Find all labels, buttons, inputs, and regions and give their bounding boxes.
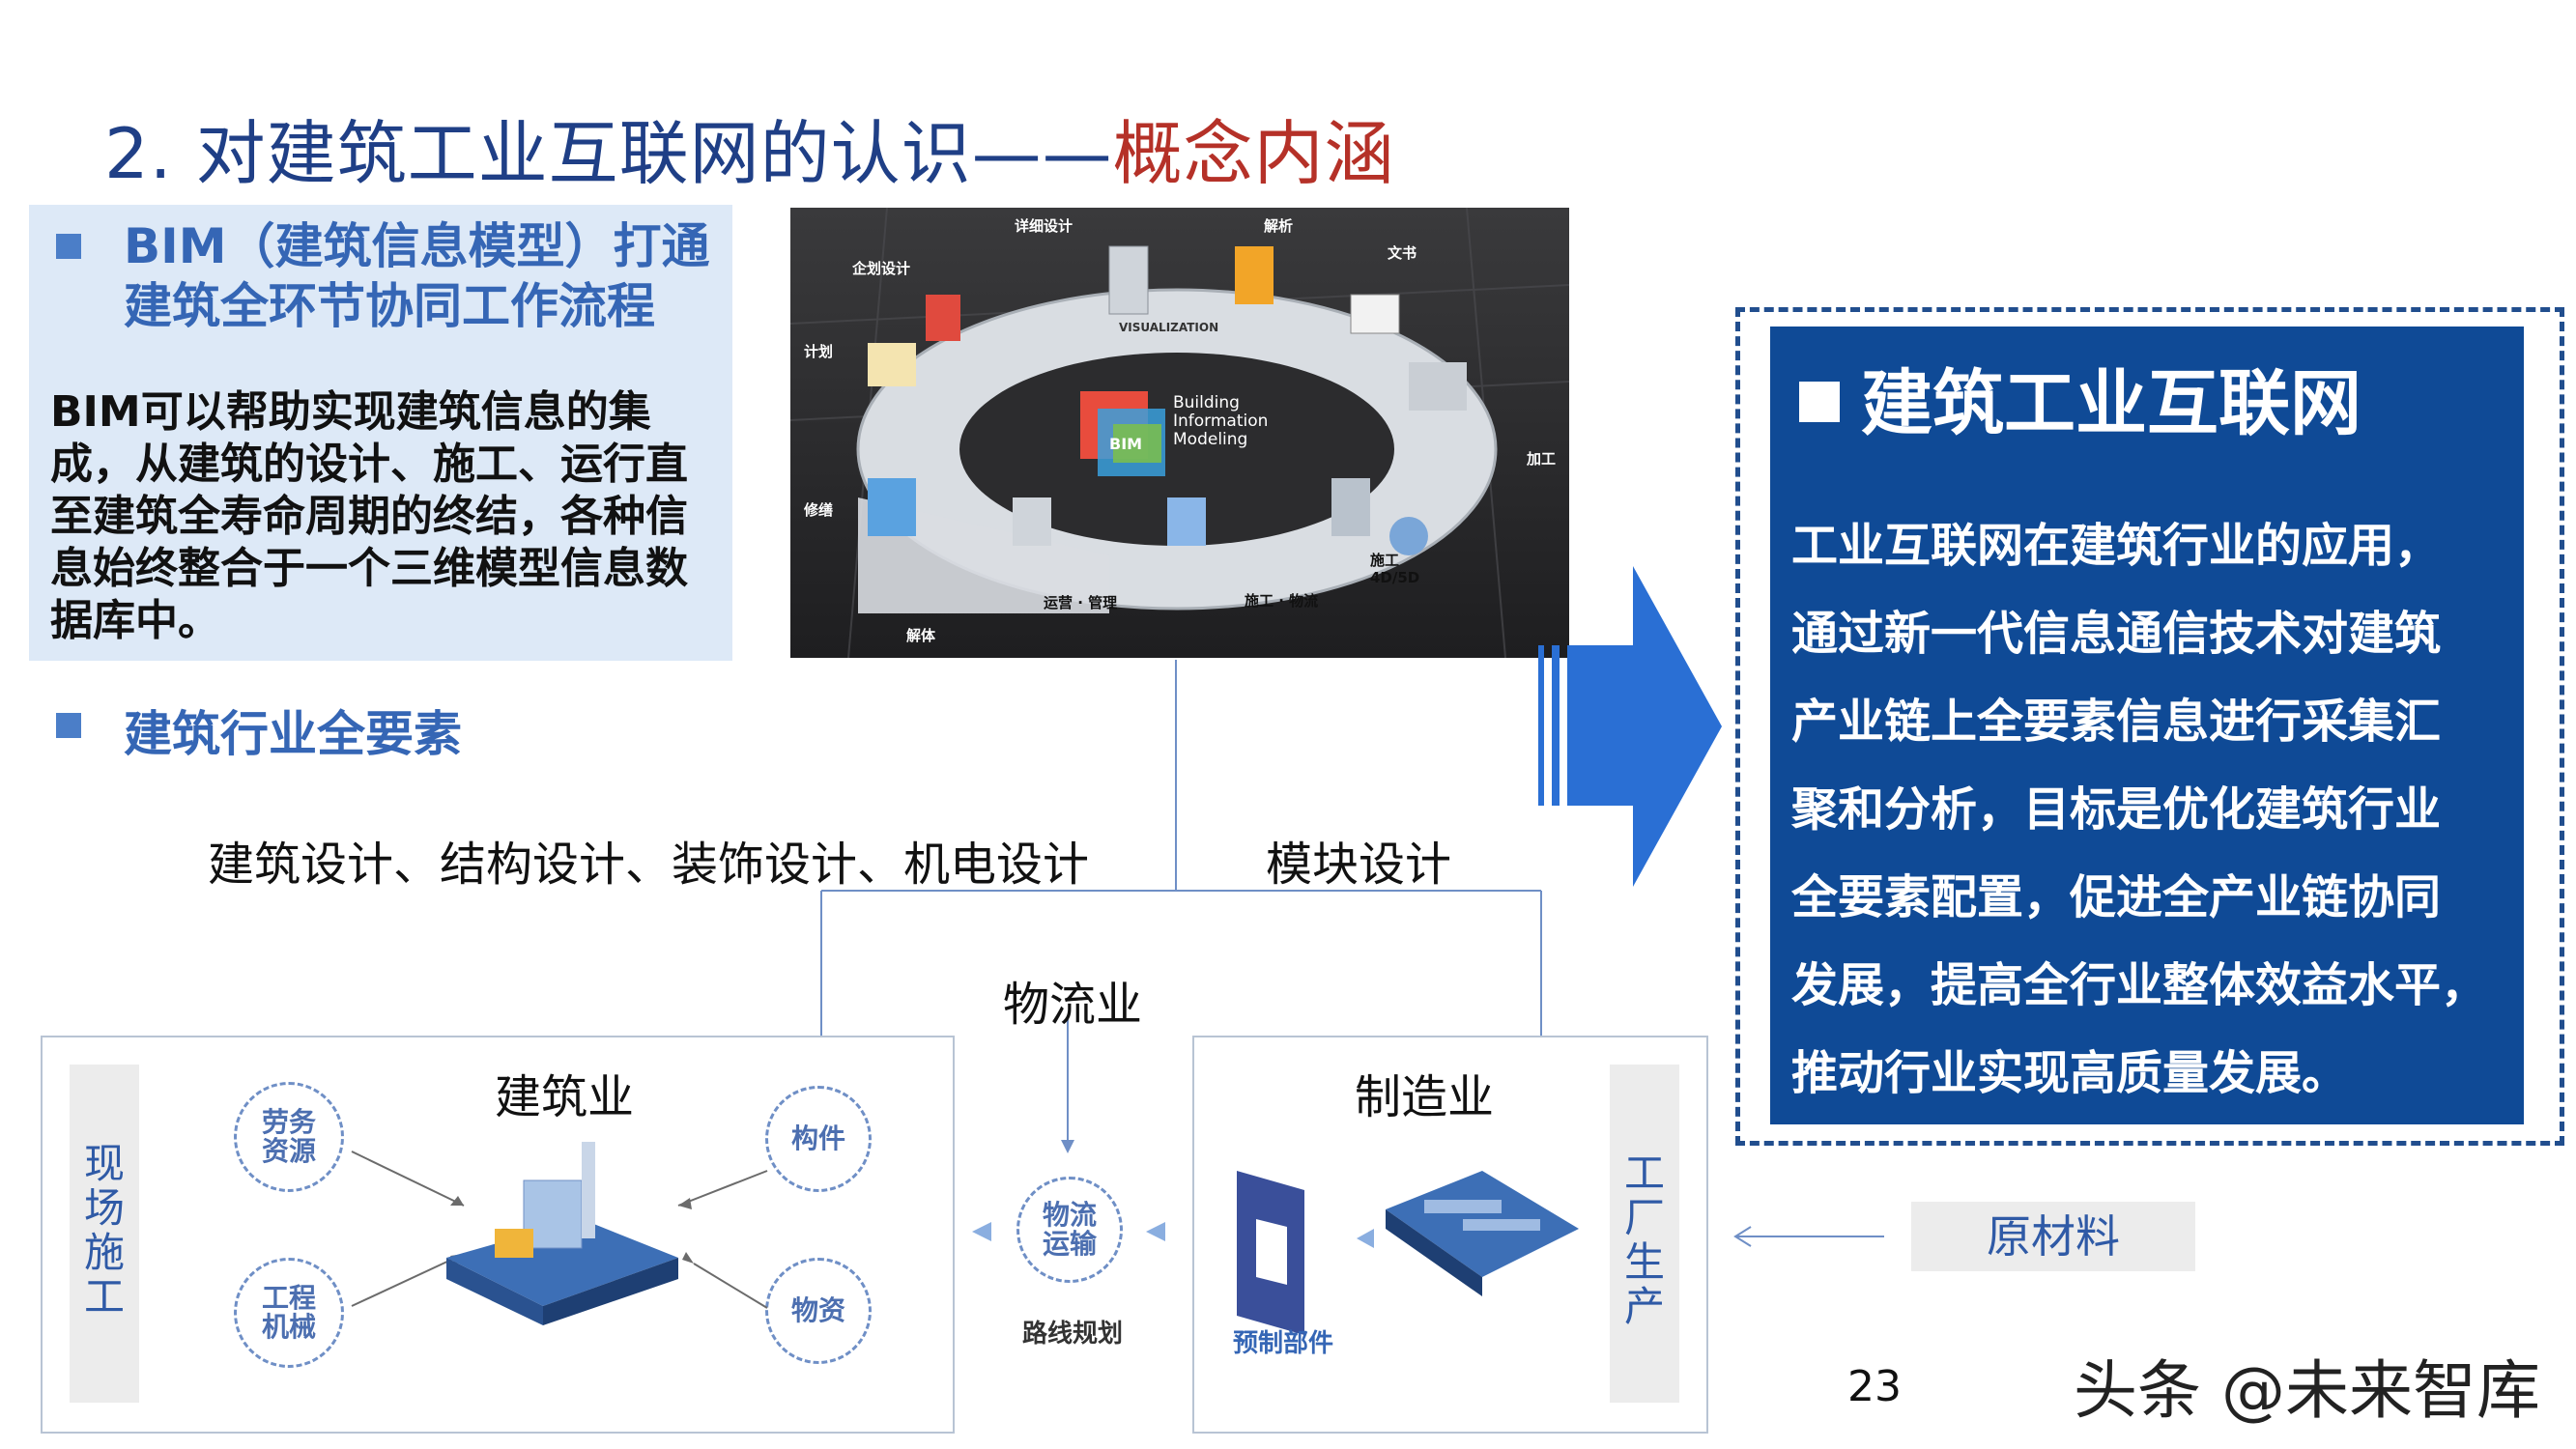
label-documents: 文书: [1388, 244, 1417, 262]
card-line: 推动行业实现高质量发展。: [1791, 1046, 2349, 1100]
card-line: 聚和分析，目标是优化建筑行业: [1791, 782, 2442, 837]
big-right-arrow-icon: [1538, 566, 1722, 887]
circle-labor-resources: 劳务资源: [234, 1082, 344, 1192]
construction-box-title: 建筑业: [495, 1070, 635, 1124]
bullet-square-icon: [56, 234, 81, 259]
bullet-square-icon: [56, 713, 81, 738]
title-main: 2. 对建筑工业互联网的认识——: [104, 113, 1113, 194]
label-processing: 加工: [1526, 450, 1556, 468]
construction-site-illustration: [351, 1142, 768, 1325]
circle-components: 构件: [765, 1086, 872, 1192]
design-disciplines-text: 建筑设计、结构设计、装饰设计、机电设计: [208, 838, 1090, 892]
card-line: 通过新一代信息通信技术对建筑: [1791, 607, 2442, 661]
raw-material-arrow-icon: [1733, 1226, 1884, 1247]
logistics-industry-text: 物流业: [1003, 978, 1143, 1032]
left-arrow-icon: [1357, 1229, 1374, 1248]
bim-line3: Modeling: [1173, 430, 1247, 449]
bim-heading-line1: BIM（建筑信息模型）打通: [124, 218, 710, 274]
bullet-square-icon: [1799, 382, 1840, 422]
title-accent: 概念内涵: [1112, 113, 1395, 194]
label-repair: 修缮: [803, 501, 833, 519]
card-heading: 建筑工业互联网: [1799, 346, 2361, 449]
raw-material-label: 原材料: [1911, 1202, 2195, 1271]
label-logistics: 施工 · 物流: [1245, 592, 1318, 610]
manufacturing-box-title: 制造业: [1355, 1070, 1495, 1124]
label-demolish: 解体: [906, 627, 936, 644]
construction-industrial-internet-card: 建筑工业互联网 工业互联网在建筑行业的应用， 通过新一代信息通信技术对建筑 产业…: [1770, 327, 2524, 1124]
card-line: 产业链上全要素信息进行采集汇: [1791, 695, 2442, 749]
left-arrow-icon: [1146, 1222, 1165, 1241]
watermark: 头条 @未来智库: [2074, 1353, 2540, 1428]
bim-ring-illustration: BIM Building Information Modeling 详细设计 解…: [790, 208, 1569, 658]
module-design-text: 模块设计: [1266, 838, 1452, 892]
flow-arrows: [972, 1222, 1165, 1241]
prefab-parts-label: 预制部件: [1233, 1329, 1334, 1358]
page-number: 23: [1847, 1362, 1902, 1411]
label-planning-design: 企划设计: [851, 260, 910, 277]
card-dashed-border: [1735, 307, 2564, 1146]
construction-site-icon: [446, 1142, 678, 1325]
circle-machinery: 工程机械: [234, 1258, 344, 1368]
bim-line1: Building: [1173, 393, 1240, 412]
circle-materials: 物资: [765, 1258, 872, 1364]
route-planning-label: 路线规划: [1022, 1320, 1124, 1349]
bim-panel: [29, 205, 732, 661]
label-operation: 运营 · 管理: [1044, 594, 1117, 611]
bim-line2: Information: [1173, 412, 1268, 431]
circle-logistics-transport: 物流运输: [1016, 1177, 1123, 1283]
left-arrow-icon: [972, 1222, 991, 1241]
elements-heading: 建筑行业全要素: [50, 696, 462, 765]
bim-heading: BIM（建筑信息模型）打通 建筑全环节协同工作流程: [50, 216, 727, 336]
bim-cube-icon: [1080, 391, 1165, 476]
bim-lifecycle-image: BIM Building Information Modeling 详细设计 解…: [790, 208, 1569, 658]
elements-heading-text: 建筑行业全要素: [124, 706, 462, 762]
bim-logo-text: BIM: [1109, 435, 1142, 453]
label-visualization: VISUALIZATION: [1119, 321, 1218, 334]
label-construction-sub: 4D/5D: [1370, 569, 1419, 586]
factory-line-icon: [1386, 1171, 1579, 1296]
card-line: 发展，提高全行业整体效益水平，: [1791, 958, 2488, 1012]
factory-production-label: 工厂生产: [1610, 1065, 1679, 1403]
label-construction: 施工: [1370, 552, 1399, 569]
label-analysis: 解析: [1264, 217, 1293, 235]
bim-heading-line2: 建筑全环节协同工作流程: [124, 278, 655, 334]
factory-illustration: [1237, 1171, 1579, 1335]
onsite-construction-label: 现场施工: [70, 1065, 139, 1403]
card-line: 全要素配置，促进全产业链协同: [1791, 870, 2442, 924]
card-body: 工业互联网在建筑行业的应用， 通过新一代信息通信技术对建筑 产业链上全要素信息进…: [1791, 502, 2526, 1118]
card-line: 工业互联网在建筑行业的应用，: [1791, 519, 2442, 573]
label-detail-design: 详细设计: [1015, 217, 1073, 235]
page-title: 2. 对建筑工业互联网的认识——概念内涵: [104, 97, 1395, 198]
label-plan: 计划: [804, 343, 833, 360]
bim-body-text: BIM可以帮助实现建筑信息的集成，从建筑的设计、施工、运行直至建筑全寿命周期的终…: [50, 387, 688, 645]
prefab-panel-icon: [1237, 1171, 1304, 1335]
